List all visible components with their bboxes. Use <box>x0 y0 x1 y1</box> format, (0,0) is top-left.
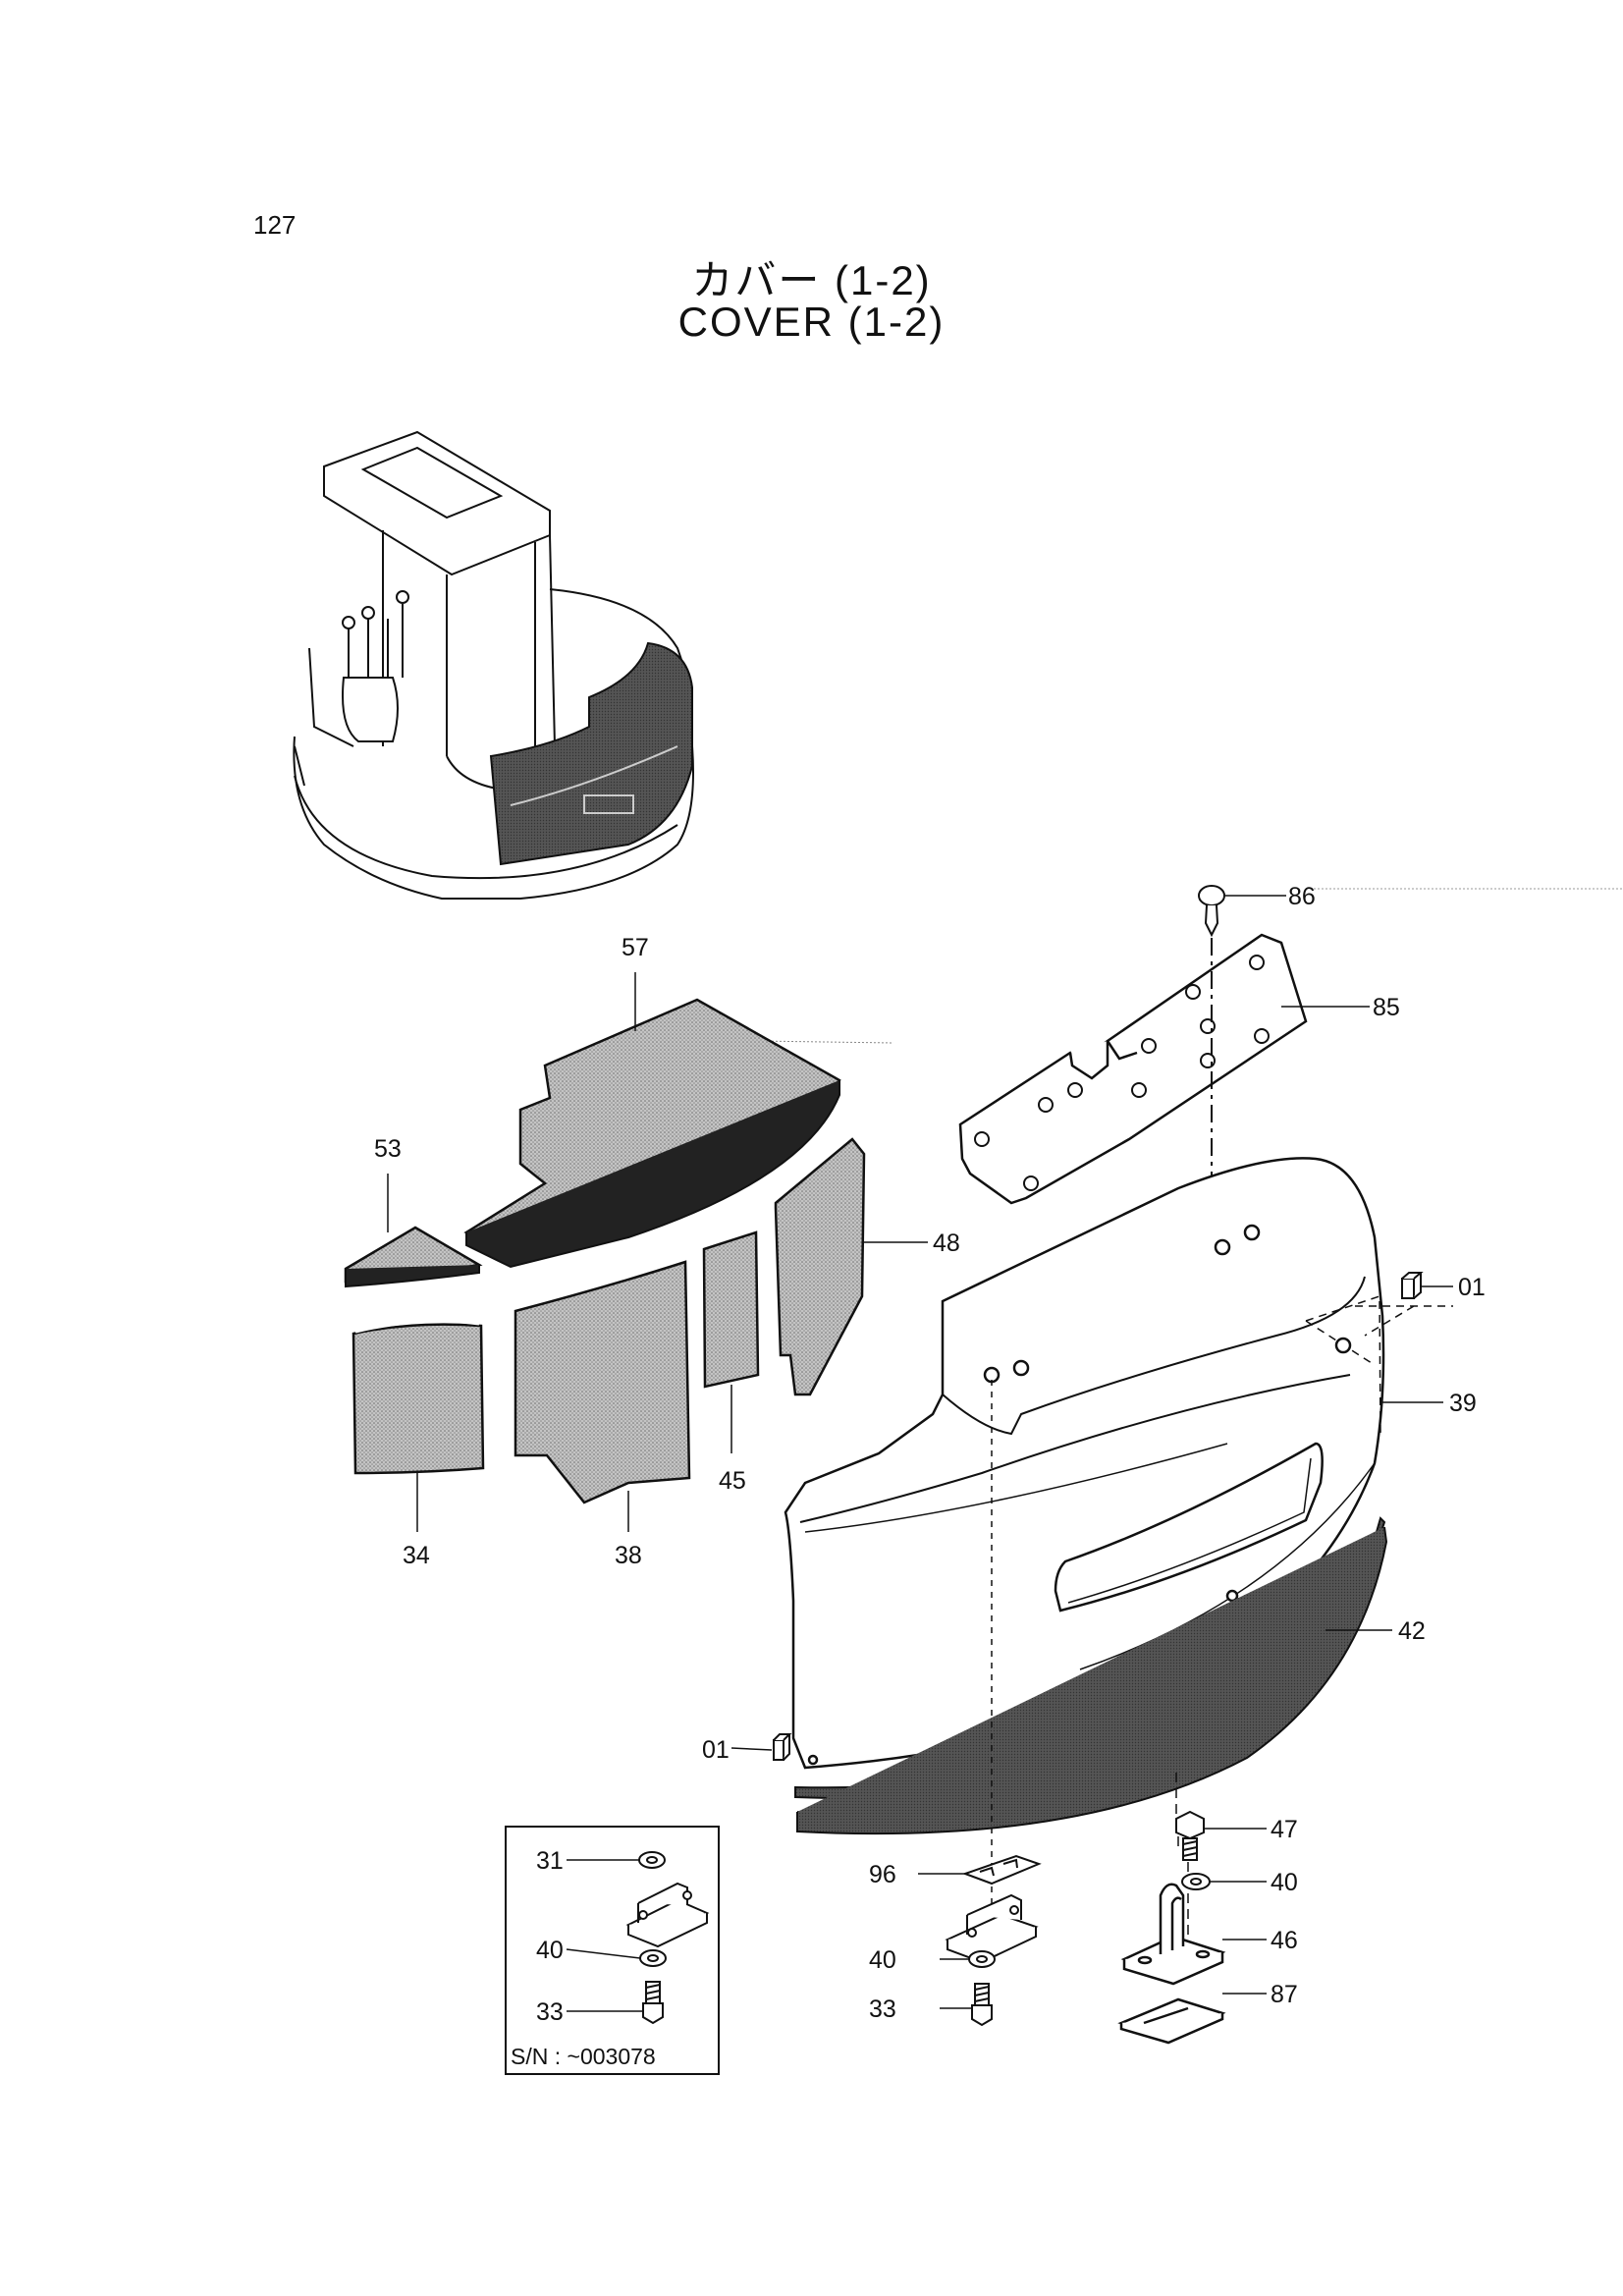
callout-01-left: 01 <box>702 1736 730 1764</box>
pad-34 <box>352 1319 485 1475</box>
callout-85: 85 <box>1373 994 1400 1021</box>
callout-87: 87 <box>1271 1981 1298 2008</box>
bracket-46 <box>1120 1883 1226 1986</box>
callout-86: 86 <box>1288 883 1316 910</box>
callout-57: 57 <box>622 934 649 961</box>
washer-31-inset <box>638 1851 666 1869</box>
strip-42 <box>794 1516 1388 1835</box>
callout-46: 46 <box>1271 1927 1298 1954</box>
pad-38 <box>514 1260 691 1504</box>
callout-33-center: 33 <box>869 1995 896 2023</box>
callout-34: 34 <box>403 1542 430 1569</box>
title-japanese: カバー (1-2) <box>691 257 932 303</box>
bolt-86 <box>1198 885 1225 1242</box>
machine-overview-sketch <box>293 430 694 900</box>
callout-48: 48 <box>933 1230 960 1257</box>
block-01-right <box>1401 1272 1424 1299</box>
shim-87 <box>1117 1997 1226 2045</box>
spacer-96 <box>962 1854 1042 1886</box>
bracket-center <box>945 1893 1039 1964</box>
pad-57 <box>463 998 841 1269</box>
block-01-left <box>773 1733 792 1761</box>
callout-47: 47 <box>1271 1816 1298 1843</box>
callout-38: 38 <box>615 1542 642 1569</box>
bolt-33-inset <box>642 1981 664 2025</box>
callout-45: 45 <box>719 1467 746 1495</box>
callout-01-right: 01 <box>1458 1274 1486 1301</box>
pad-53 <box>344 1226 483 1288</box>
plate-85 <box>958 933 1308 1205</box>
page-number: 127 <box>253 210 297 240</box>
callout-42: 42 <box>1398 1617 1426 1645</box>
washer-40-right <box>1181 1873 1211 1890</box>
callout-96: 96 <box>869 1861 896 1888</box>
callout-40-inset: 40 <box>536 1937 564 1964</box>
washer-40-center <box>968 1950 996 1968</box>
title-english: COVER (1-2) <box>677 299 946 345</box>
inset-box <box>505 1826 720 2075</box>
leader-lines <box>387 895 1453 2012</box>
washer-40-inset <box>639 1949 667 1967</box>
pad-48 <box>774 1137 866 1396</box>
callout-39: 39 <box>1449 1390 1477 1417</box>
callout-40-right: 40 <box>1271 1869 1298 1896</box>
axis-line-01 <box>1355 1305 1453 1337</box>
callout-31-inset: 31 <box>536 1847 564 1875</box>
bolt-47 <box>1175 1810 1205 1861</box>
pad-45 <box>702 1230 760 1389</box>
bracket-inset <box>625 1882 710 1948</box>
callout-40-center: 40 <box>869 1946 896 1974</box>
bolt-33-center <box>971 1983 993 2027</box>
leader-sketch <box>755 1040 894 1044</box>
callout-53: 53 <box>374 1135 402 1163</box>
callout-33-inset: 33 <box>536 1998 564 2026</box>
serial-note: S/N : ~003078 <box>511 2044 656 2069</box>
